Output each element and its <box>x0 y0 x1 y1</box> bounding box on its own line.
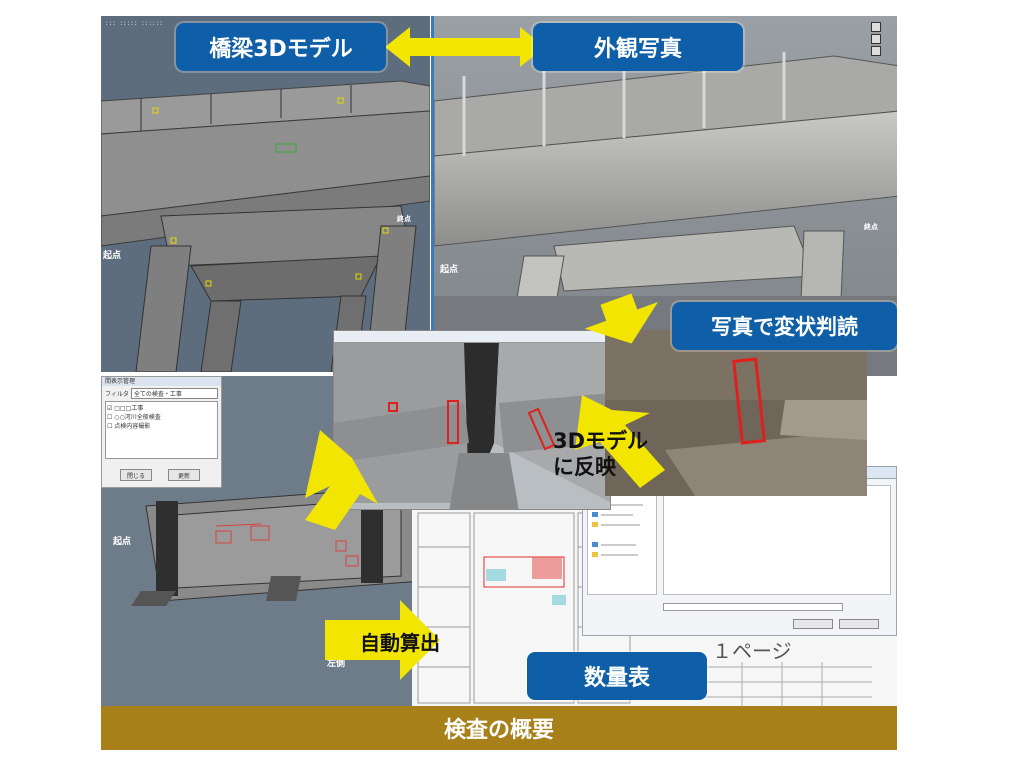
update-button[interactable]: 更新 <box>168 469 200 481</box>
filter-item[interactable]: ☐ 点検内容撮影 <box>107 423 151 430</box>
callout-bridge-3d-model: 橋梁3Dモデル <box>176 23 386 71</box>
model-end-point-label: 終点 <box>397 215 411 223</box>
dialog-open-button[interactable] <box>793 619 833 629</box>
closeup-3d-render <box>334 343 610 509</box>
closeup-3d-view[interactable] <box>333 330 611 510</box>
bridge-3d-model-view[interactable]: ::: ::::: :::::: 起点 終点 <box>101 16 430 372</box>
display-management-dialog[interactable]: 間表示管理 フィルタ 全ての検査・工事 ☑ □□□工事 ☐ ○○河川全般検査 ☐… <box>101 376 222 488</box>
closeup-titlebar <box>334 331 610 343</box>
label-reflect-line2: に反映 <box>553 455 616 479</box>
filter-label: フィルタ <box>105 391 129 398</box>
dialog-title: 間表示管理 <box>102 377 221 386</box>
close-button[interactable]: 閉じる <box>120 469 152 481</box>
plan-start-point-label: 起点 <box>113 537 132 547</box>
label-reflect-line1: 3Dモデル <box>553 429 649 453</box>
footer-banner: 検査の概要 <box>101 706 897 750</box>
callout-quantity-table: 数量表 <box>527 652 707 700</box>
photo-start-point-label: 起点 <box>440 265 459 275</box>
nav-down-icon[interactable] <box>871 46 881 56</box>
sheet-page-label: １ページ <box>712 639 792 663</box>
photo-nav-controls[interactable] <box>863 20 889 80</box>
model-start-point-label: 起点 <box>103 251 122 261</box>
filter-list: ☑ □□□工事 ☐ ○○河川全般検査 ☐ 点検内容撮影 <box>105 401 218 459</box>
model-status-text: ::: ::::: :::::: <box>105 20 163 27</box>
filter-item[interactable]: ☐ ○○河川全般検査 <box>107 414 161 421</box>
dialog-filename-input[interactable] <box>663 603 843 611</box>
footer-title: 検査の概要 <box>443 718 554 743</box>
photo-end-point-label: 終点 <box>864 223 878 231</box>
callout-photo-deformation: 写真で変状判読 <box>672 302 897 350</box>
nav-center-icon[interactable] <box>871 34 881 44</box>
nav-up-icon[interactable] <box>871 22 881 32</box>
bridge-3d-model-render <box>101 16 430 372</box>
filter-select[interactable]: 全ての検査・工事 <box>130 388 218 399</box>
label-auto-calculation: 自動算出 <box>360 631 440 655</box>
label-reflect-to-3d: 3Dモデル に反映 <box>553 428 648 480</box>
dialog-cancel-button[interactable] <box>839 619 879 629</box>
plan-left-side-label: 左側 <box>327 659 346 669</box>
callout-exterior-photo: 外観写真 <box>533 23 743 71</box>
dialog-file-list[interactable] <box>663 485 891 595</box>
filter-item[interactable]: ☑ □□□工事 <box>107 405 144 412</box>
